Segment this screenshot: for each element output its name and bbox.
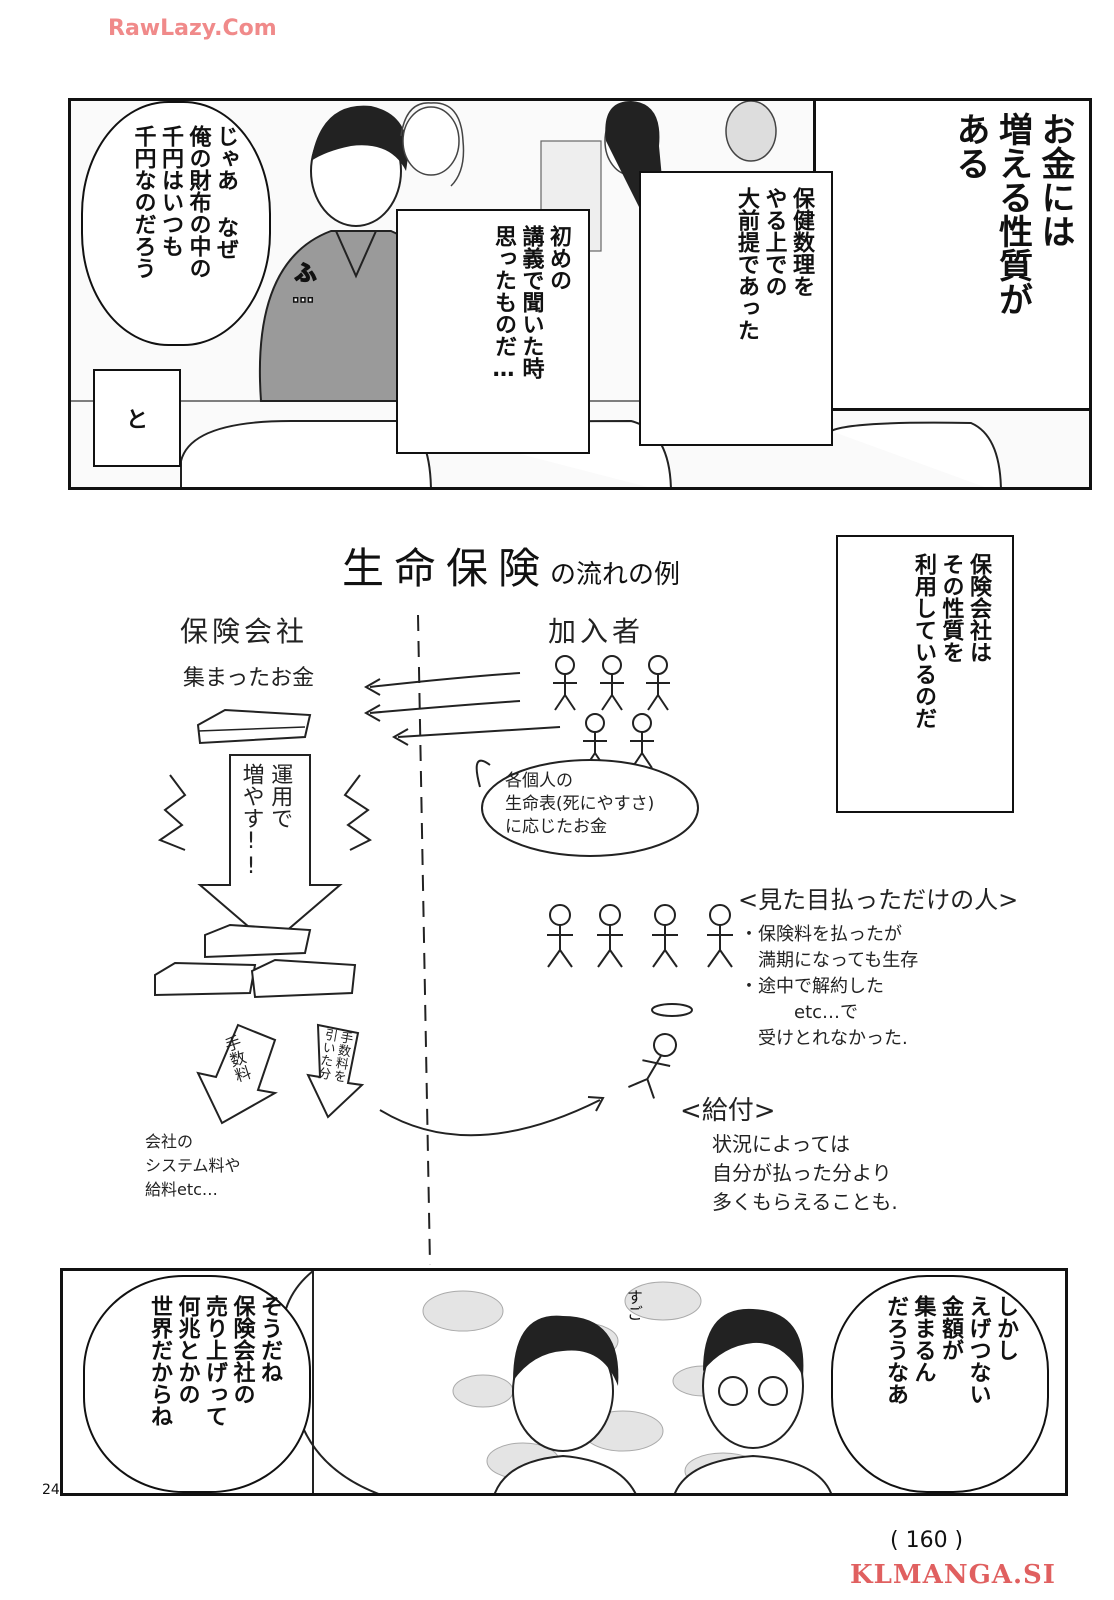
narration-box-side: 保険会社は その性質を 利用しているのだ: [836, 535, 1014, 813]
page-number-left: 24: [42, 1482, 60, 1498]
label-insurance-company: 保険会社: [180, 615, 309, 648]
diagram-title-sub: の流れの例: [550, 560, 681, 590]
speech-bubble-protagonist: じゃあ なぜ 俺の財布の中の 千円はいつも 千円なのだろう: [81, 101, 271, 346]
narration-box-mid: 保健数理を やる上での 大前提であった: [639, 171, 833, 446]
heading-benefit: <給付>: [680, 1096, 776, 1126]
diagram-title-main: 生命保険: [342, 544, 551, 593]
panel-conversation: しかし えげつない 金額が 集まるん だろうなあ そうだね 保険会社の 売り上げ…: [60, 1268, 1068, 1496]
watermark-bottom: KLMANGA.SI: [850, 1560, 1056, 1590]
fee-note: 会社の システム料や 給料etc…: [145, 1132, 241, 1199]
arrow-label-invest: 運用で 増やす!!: [238, 763, 293, 879]
narration-box-to: と: [93, 369, 181, 467]
sfx-fu: ふ…: [290, 260, 316, 309]
page-number-right: ( 160 ): [890, 1528, 964, 1553]
watermark-top: RawLazy.Com: [108, 16, 277, 41]
speech-bubble-right: しかし えげつない 金額が 集まるん だろうなあ: [831, 1275, 1049, 1493]
label-collected-money: 集まったお金: [183, 666, 315, 691]
heading-pay-only: <見た目払っただけの人>: [738, 886, 1019, 914]
narration-box-right: お金には 増える性質が ある: [813, 101, 1089, 411]
diagram-panel: 生命保険の流れの例 保険会社 集まったお金 加入者 各個人の 生命表(死にやすさ…: [0, 505, 1114, 1575]
diagram-art: [154, 614, 733, 1266]
pay-only-note: ・保険料を払ったが 満期になっても生存 ・途中で解約した etc…で 受けとれな…: [740, 924, 919, 1050]
sfx-sugo: すご: [624, 1289, 643, 1321]
narration-box-left: 初めの 講義で聞いた時 思ったものだ…: [396, 209, 590, 454]
diagram-title: 生命保険の流れの例: [342, 535, 680, 596]
speech-bubble-left: そうだね 保険会社の 売り上げって 何兆とかの 世界だからね: [83, 1275, 311, 1493]
benefit-note: 状況によっては 自分が払った分より 多くもらえることも.: [712, 1132, 898, 1214]
panel-classroom: お金には 増える性質が ある 保健数理を やる上での 大前提であった 初めの 講…: [68, 98, 1092, 490]
member-bubble-text: 各個人の 生命表(死にやすさ) に応じたお金: [505, 771, 655, 837]
label-members: 加入者: [548, 615, 645, 648]
